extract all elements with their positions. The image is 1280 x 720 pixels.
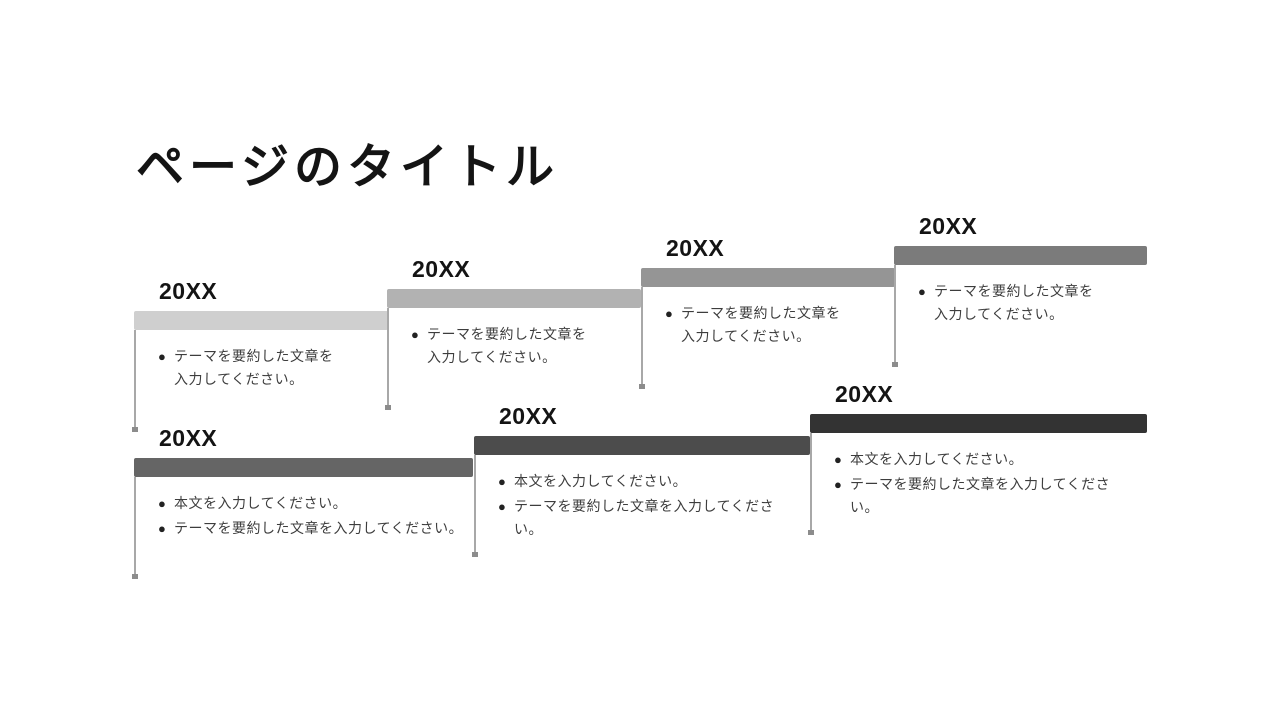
page-title: ページのタイトル: [136, 141, 560, 194]
card-body: ● テーマを要約した文章を入力してください。: [641, 287, 895, 348]
timeline-card-6: 20XX ● 本文を入力してください。 ● テーマを要約した文章を入力してくださ…: [472, 403, 810, 557]
bullet-line: 入力してください。: [427, 349, 557, 365]
bullet-line: テーマを要約した文章を: [681, 305, 841, 321]
bullet-dot-icon: ●: [498, 499, 507, 514]
timeline-connector-line: [892, 265, 898, 367]
connector-foot: [472, 552, 478, 557]
bullet-text: 本文を入力してください。: [174, 495, 348, 511]
bullet-dot-icon: ●: [158, 521, 167, 536]
timeline-card-1: 20XX ● テーマを要約した文章を入力してください。: [132, 278, 388, 432]
bullet-line: テーマを要約した文章を: [427, 326, 587, 342]
card-body: ● 本文を入力してください。 ● テーマを要約した文章を入力してください。: [134, 477, 473, 540]
card-year-label: 20XX: [412, 256, 471, 282]
card-header-bar: [894, 246, 1147, 265]
bullet-text: テーマを要約した文章を入力してください。: [174, 520, 464, 536]
card-body: ● テーマを要約した文章を入力してください。: [387, 308, 641, 369]
bullet-text: テーマを要約した文章を入力してください。: [514, 498, 775, 537]
bullet-dot-icon: ●: [665, 306, 674, 321]
bullet-text: テーマを要約した文章を入力してください。: [427, 323, 587, 369]
connector-foot: [808, 530, 814, 535]
card-year-label: 20XX: [919, 213, 978, 239]
bullet-dot-icon: ●: [158, 496, 167, 511]
timeline-connector-line: [132, 477, 138, 579]
timeline-connector-line: [639, 287, 645, 389]
bullet-dot-icon: ●: [411, 327, 420, 342]
timeline-card-5: 20XX ● 本文を入力してください。 ● テーマを要約した文章を入力してくださ…: [132, 425, 473, 579]
card-header-bar: [641, 268, 895, 287]
card-year-label: 20XX: [499, 403, 558, 429]
bullet-text: テーマを要約した文章を入力してください。: [174, 345, 334, 391]
bullet-item: ● テーマを要約した文章を入力してください。: [498, 495, 802, 541]
bullet-item: ● テーマを要約した文章を入力してください。: [411, 323, 633, 369]
card-body: ● 本文を入力してください。 ● テーマを要約した文章を入力してください。: [474, 455, 810, 541]
card-header-bar: [474, 436, 810, 455]
bullet-text: テーマを要約した文章を入力してください。: [850, 476, 1111, 515]
card-header-bar: [810, 414, 1147, 433]
timeline-card-3: 20XX ● テーマを要約した文章を入力してください。: [639, 235, 895, 389]
bullet-dot-icon: ●: [498, 474, 507, 489]
bullet-item: ● 本文を入力してください。: [158, 492, 465, 515]
timeline-card-2: 20XX ● テーマを要約した文章を入力してください。: [385, 256, 641, 410]
bullet-dot-icon: ●: [834, 477, 843, 492]
timeline-connector-line: [385, 308, 391, 410]
bullet-text: 本文を入力してください。: [850, 451, 1024, 467]
card-body: ● テーマを要約した文章を入力してください。: [894, 265, 1147, 326]
card-body: ● 本文を入力してください。 ● テーマを要約した文章を入力してください。: [810, 433, 1147, 519]
bullet-line: テーマを要約した文章を: [934, 283, 1094, 299]
card-year-label: 20XX: [835, 381, 894, 407]
timeline-connector-line: [472, 455, 478, 557]
connector-foot: [385, 405, 391, 410]
card-header-bar: [134, 311, 388, 330]
bullet-text: 本文を入力してください。: [514, 473, 688, 489]
connector-foot: [132, 427, 138, 432]
bullet-text: テーマを要約した文章を入力してください。: [934, 280, 1094, 326]
card-body: ● テーマを要約した文章を入力してください。: [134, 330, 388, 391]
card-year-label: 20XX: [159, 425, 218, 451]
bullet-item: ● 本文を入力してください。: [498, 470, 802, 493]
bullet-item: ● テーマを要約した文章を入力してください。: [665, 302, 887, 348]
timeline-connector-line: [808, 433, 814, 535]
timeline-card-4: 20XX ● テーマを要約した文章を入力してください。: [892, 213, 1147, 367]
card-header-bar: [387, 289, 641, 308]
bullet-item: ● 本文を入力してください。: [834, 448, 1139, 471]
card-year-label: 20XX: [159, 278, 218, 304]
connector-foot: [639, 384, 645, 389]
bullet-item: ● テーマを要約した文章を入力してください。: [158, 517, 465, 540]
bullet-line: 入力してください。: [174, 371, 304, 387]
bullet-line: 入力してください。: [934, 306, 1064, 322]
card-year-label: 20XX: [666, 235, 725, 261]
bullet-item: ● テーマを要約した文章を入力してください。: [158, 345, 380, 391]
bullet-item: ● テーマを要約した文章を入力してください。: [918, 280, 1139, 326]
connector-foot: [132, 574, 138, 579]
bullet-item: ● テーマを要約した文章を入力してください。: [834, 473, 1139, 519]
bullet-dot-icon: ●: [834, 452, 843, 467]
connector-foot: [892, 362, 898, 367]
timeline-card-7: 20XX ● 本文を入力してください。 ● テーマを要約した文章を入力してくださ…: [808, 381, 1147, 535]
bullet-dot-icon: ●: [918, 284, 927, 299]
bullet-text: テーマを要約した文章を入力してください。: [681, 302, 841, 348]
bullet-dot-icon: ●: [158, 349, 167, 364]
timeline-connector-line: [132, 330, 138, 432]
bullet-line: 入力してください。: [681, 328, 811, 344]
bullet-line: テーマを要約した文章を: [174, 348, 334, 364]
card-header-bar: [134, 458, 473, 477]
